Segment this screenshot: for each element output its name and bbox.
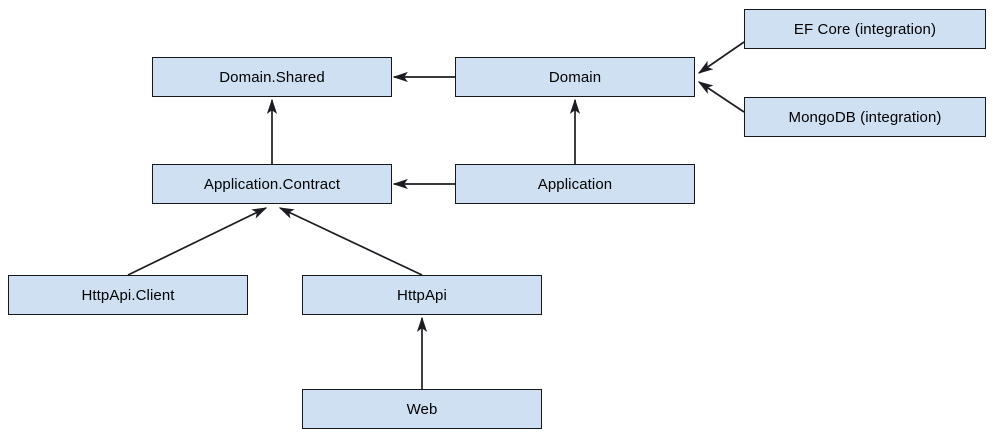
node-mongodb-integration[interactable]: MongoDB (integration) — [744, 97, 986, 137]
node-ef-core-integration[interactable]: EF Core (integration) — [744, 9, 986, 49]
node-label: MongoDB (integration) — [788, 108, 942, 126]
node-httpapi[interactable]: HttpApi — [302, 275, 542, 315]
node-label: EF Core (integration) — [793, 20, 937, 38]
node-httpapi-client[interactable]: HttpApi.Client — [8, 275, 248, 315]
node-label: Domain — [548, 68, 602, 86]
node-label: HttpApi.Client — [81, 286, 175, 304]
node-label: Web — [406, 400, 438, 418]
node-domain[interactable]: Domain — [455, 57, 695, 97]
node-application[interactable]: Application — [455, 164, 695, 204]
node-label: Application.Contract — [203, 175, 341, 193]
node-label: Application — [537, 175, 613, 193]
node-label: Domain.Shared — [219, 68, 325, 86]
edge-efcore-to-domain — [697, 41, 745, 74]
node-web[interactable]: Web — [302, 389, 542, 429]
edge-httpapi-to-app-contract — [278, 207, 423, 276]
node-domain-shared[interactable]: Domain.Shared — [152, 57, 392, 97]
node-application-contract[interactable]: Application.Contract — [152, 164, 392, 204]
edge-mongodb-to-domain — [697, 81, 745, 113]
edge-httpapi-client-to-app-contract — [127, 207, 268, 276]
node-label: HttpApi — [397, 286, 447, 304]
